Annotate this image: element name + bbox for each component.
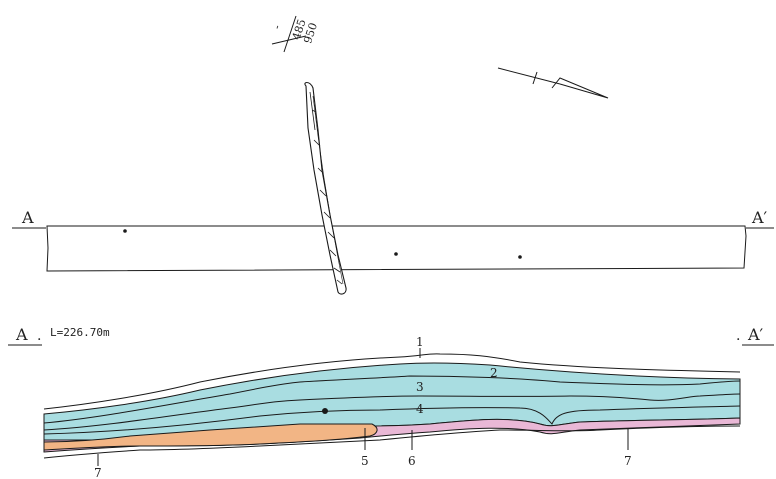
layer-label-7-left: 7 — [94, 466, 102, 479]
grid-tick-mark: - 950 485 — [270, 15, 320, 53]
ground-surface-line — [43, 353, 741, 410]
find-point-3 — [518, 255, 522, 259]
layer-label-5: 5 — [361, 454, 369, 468]
linear-feature — [304, 81, 347, 295]
profile-view: A . L=226.70m . A′ — [8, 325, 774, 479]
elevation-bottom: 485 — [290, 17, 309, 41]
plan-section-marker-right: A′ — [746, 208, 774, 229]
profile-section-marker-left: A . L=226.70m — [8, 325, 110, 346]
profile-length-label: L=226.70m — [50, 326, 110, 339]
layer-5-fill — [43, 423, 378, 451]
svg-text:.: . — [736, 328, 740, 344]
layer-label-3: 3 — [416, 380, 424, 394]
plan-section-label-right: A′ — [751, 208, 768, 227]
layer-boundary-2-3 — [43, 375, 741, 424]
layer-boundary-3-4 — [43, 393, 741, 431]
elevation-dash: - — [270, 23, 284, 31]
plan-view: - 950 485 A A′ — [12, 15, 774, 295]
profile-section-label-right: A′ — [747, 325, 764, 344]
layer-label-1: 1 — [416, 335, 424, 349]
plan-section-label-left: A — [21, 208, 34, 227]
find-point-1 — [123, 229, 127, 233]
svg-text:.: . — [37, 328, 41, 344]
layer-label-2: 2 — [490, 366, 498, 380]
profile-section-label-left: A — [15, 325, 28, 344]
elevation-top: 950 — [301, 21, 320, 45]
profile-find-point — [322, 408, 328, 414]
profile-section-marker-right: . A′ — [736, 325, 774, 346]
layer-boundary-4-lower — [43, 405, 741, 435]
find-point-2 — [394, 252, 398, 256]
layer-label-7-right: 7 — [624, 454, 632, 468]
north-arrow-icon — [497, 67, 609, 99]
layer-label-6: 6 — [408, 454, 416, 468]
layer-label-4: 4 — [416, 402, 424, 416]
trench-outline — [46, 225, 747, 272]
plan-section-marker-left: A — [12, 208, 46, 229]
base-line-7 — [43, 425, 741, 459]
